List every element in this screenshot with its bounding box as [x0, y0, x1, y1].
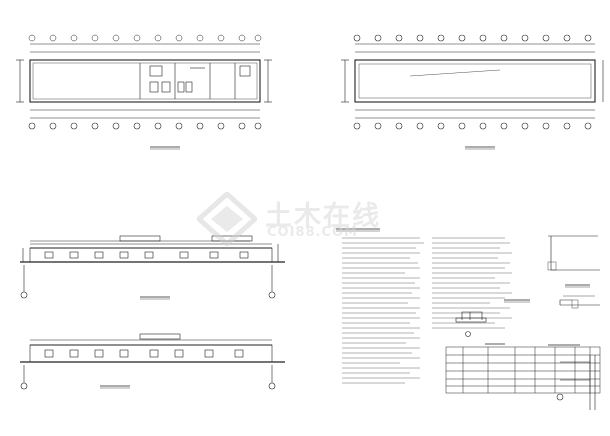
detail-section-a	[455, 311, 487, 337]
floor-plan-left	[16, 34, 272, 150]
watermark-brand: 土木在线	[265, 201, 381, 232]
rear-elevation	[20, 333, 285, 390]
watermark-logo: 土木在线 COI88.COM	[195, 190, 437, 248]
axis-bubbles-top-left	[28, 34, 262, 53]
roof-plan-right	[341, 34, 604, 150]
watermark-diamond-icon	[195, 190, 259, 248]
detail-sections-right	[504, 235, 600, 410]
door-window-schedule	[445, 343, 601, 394]
front-elevation	[20, 235, 285, 300]
design-notes	[336, 228, 512, 384]
watermark-url: COI88.COM	[267, 225, 358, 240]
